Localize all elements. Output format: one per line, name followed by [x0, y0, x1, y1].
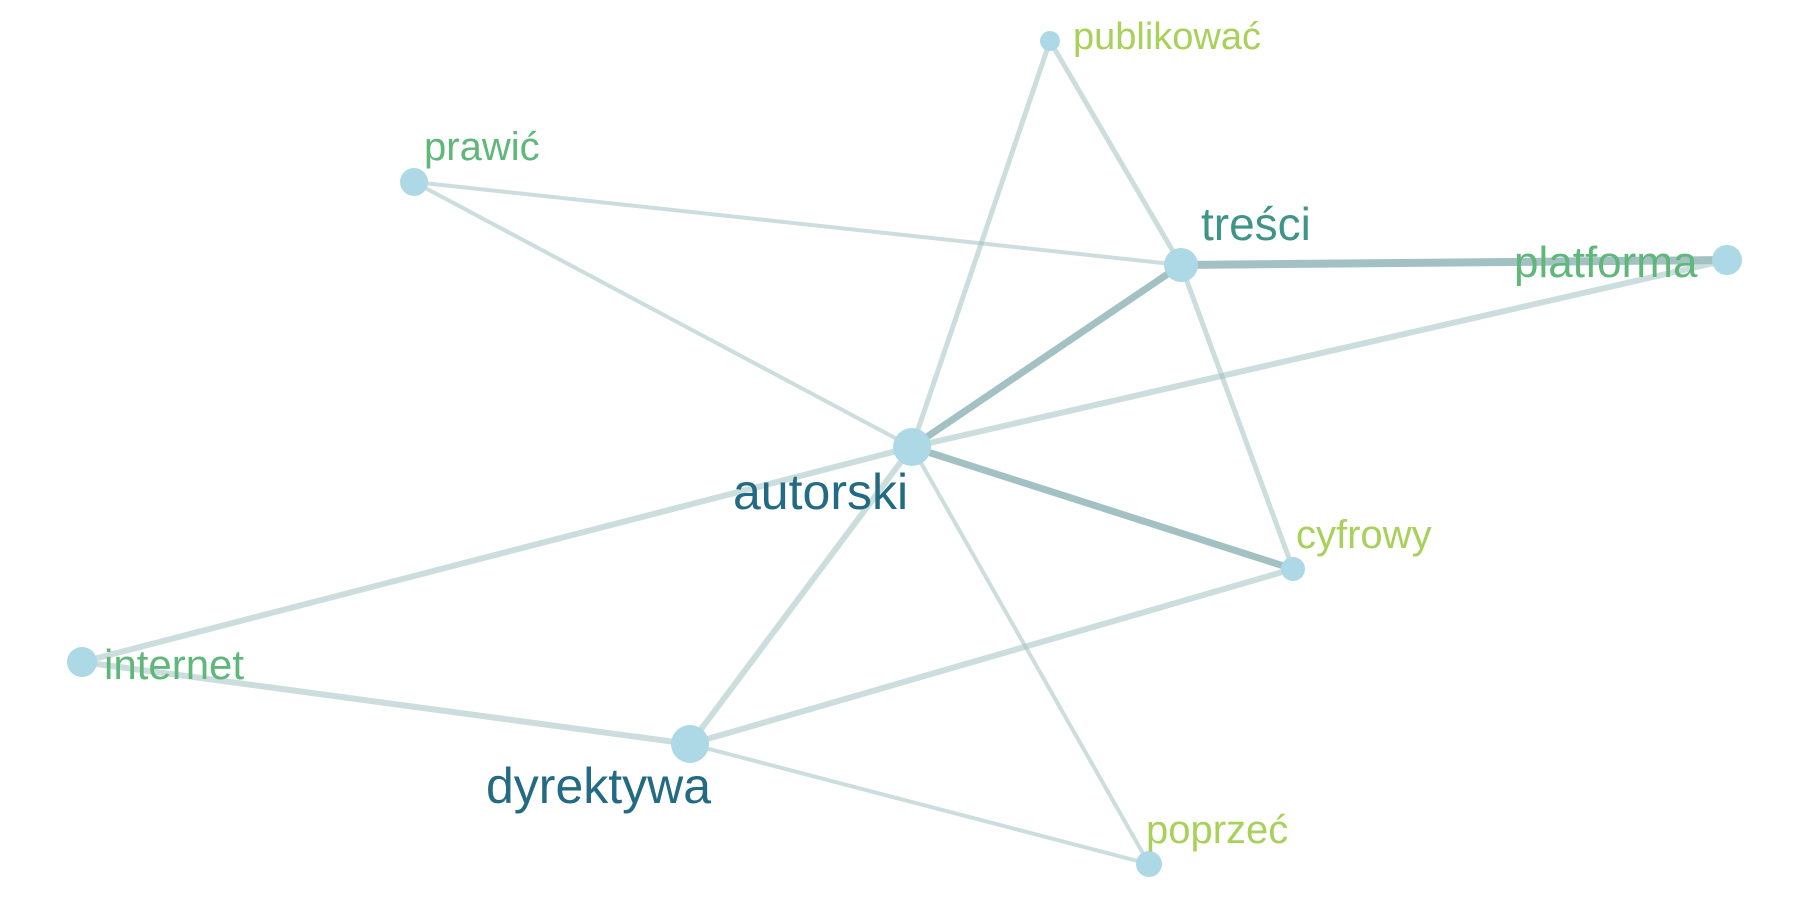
node-label-internet: internet [104, 641, 244, 688]
edge-internet-dyrektywa [79, 659, 693, 747]
edge-publikowac-autorski [909, 38, 1053, 450]
node-label-poprzec: poprzeć [1146, 808, 1288, 852]
edge-dyrektywa-cyfrowy [687, 566, 1296, 747]
node-label-platforma: platforma [1514, 238, 1698, 287]
edge-tresci-platforma [1177, 256, 1731, 269]
node-publikowac [1040, 31, 1060, 51]
edge-dyrektywa-poprzec [688, 742, 1151, 866]
edges-layer [79, 38, 1731, 866]
edge-autorski-internet [79, 444, 915, 665]
nodes-layer [67, 31, 1742, 877]
edge-tresci-autorski [908, 261, 1185, 451]
edge-autorski-cyfrowy [908, 443, 1297, 573]
node-label-dyrektywa: dyrektywa [486, 758, 711, 814]
edge-tresci-cyfrowy [1178, 262, 1296, 572]
node-internet [67, 647, 97, 677]
node-label-tresci: treści [1201, 198, 1311, 250]
node-prawic [400, 168, 428, 196]
edge-autorski-platforma [909, 257, 1730, 450]
node-autorski [893, 428, 931, 466]
edge-prawic-autorski [412, 180, 914, 449]
node-label-publikowac: publikować [1073, 16, 1261, 58]
node-label-cyfrowy: cyfrowy [1296, 513, 1432, 557]
node-label-autorski: autorski [733, 464, 908, 520]
node-platforma [1712, 245, 1742, 275]
edge-publikowac-tresci [1047, 38, 1184, 268]
labels-layer: publikować prawić treści platforma autorski c… [104, 16, 1698, 852]
edge-autorski-dyrektywa [687, 444, 915, 747]
node-tresci [1164, 248, 1198, 282]
node-poprzec [1136, 851, 1162, 877]
edge-autorski-poprzec [910, 445, 1151, 866]
node-dyrektywa [671, 725, 709, 763]
node-cyfrowy [1281, 557, 1305, 581]
node-label-prawic: prawić [424, 125, 540, 169]
edge-prawic-tresci [412, 180, 1183, 267]
